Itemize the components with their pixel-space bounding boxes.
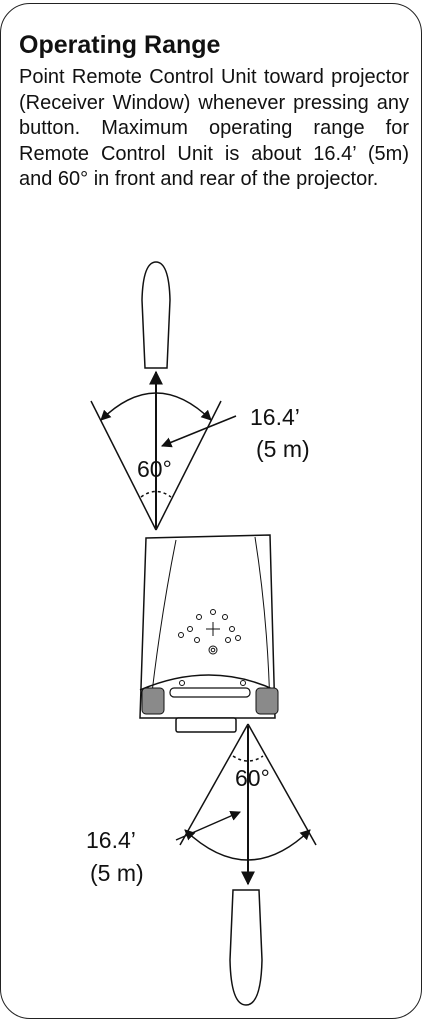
receiver-window [178,609,241,655]
left-speaker [141,687,165,715]
rear-distance-metric: (5 m) [90,860,144,886]
front-angle-label: 60° [137,456,172,482]
section-body-text: Point Remote Control Unit toward project… [19,66,409,190]
rear-range-cone [175,723,317,886]
front-distance-metric: (5 m) [256,436,310,462]
section-title: Operating Range [19,31,221,59]
rear-angle-label: 60° [235,765,270,791]
front-distance-label: 16.4’ [250,404,300,430]
right-speaker [255,687,279,715]
front-remote-control [141,261,171,369]
rear-distance-label: 16.4’ [86,827,136,853]
projector [139,534,279,733]
front-range-cone [90,370,237,531]
rear-remote-control [229,889,263,1006]
